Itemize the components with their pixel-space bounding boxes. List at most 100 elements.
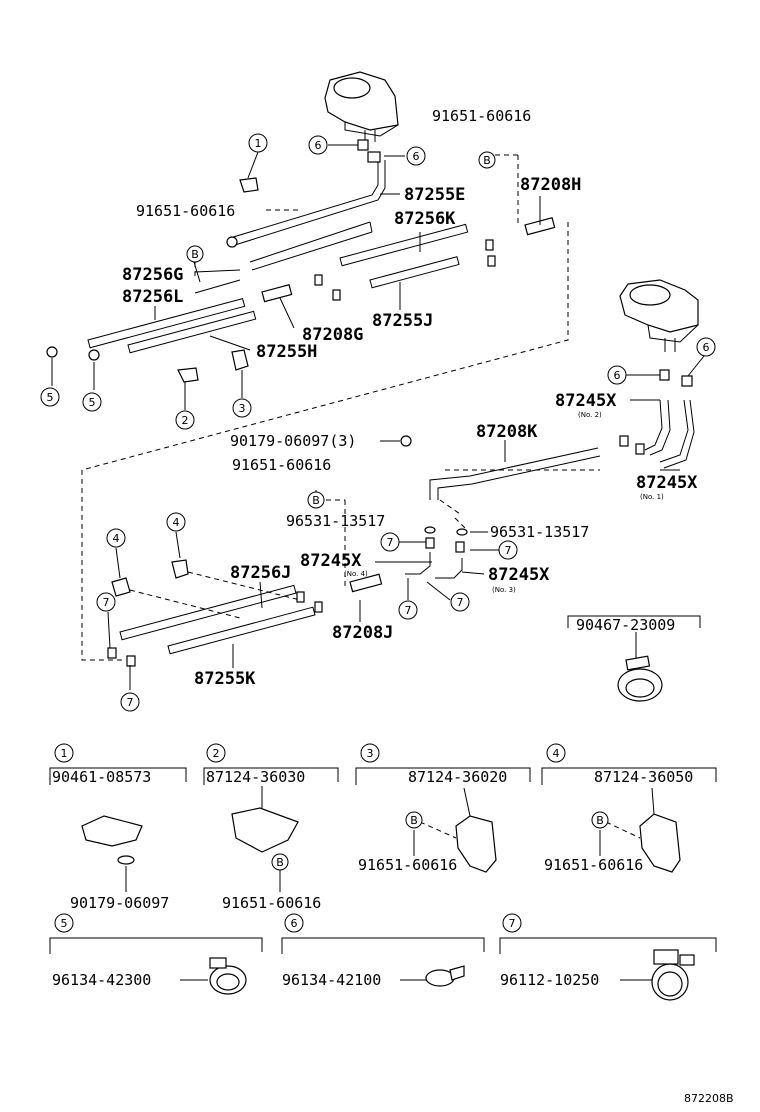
- callout-7-f: 7: [120, 692, 140, 712]
- callout-7-e: 7: [96, 592, 116, 612]
- callout-1-a: 1: [248, 133, 268, 153]
- svg-text:3: 3: [239, 402, 246, 415]
- label-87208K: 87208K: [476, 422, 538, 442]
- label-87208G: 87208G: [302, 325, 363, 345]
- svg-text:2: 2: [213, 747, 220, 760]
- callout-5-a: 5: [40, 387, 60, 407]
- svg-text:B: B: [276, 856, 284, 869]
- svg-text:5: 5: [89, 396, 96, 409]
- svg-text:7: 7: [457, 596, 464, 609]
- label-detail4-sub: 91651-60616: [544, 856, 643, 874]
- label-96531-right: 96531-13517: [490, 523, 589, 541]
- label-87255K: 87255K: [194, 669, 256, 689]
- label-87208H: 87208H: [520, 175, 581, 195]
- label-96531-left: 96531-13517: [286, 512, 385, 530]
- label-87256L: 87256L: [122, 287, 183, 307]
- svg-text:7: 7: [127, 696, 134, 709]
- callout-5-b: 5: [82, 392, 102, 412]
- label-detail4-title: 87124-36050: [594, 768, 693, 786]
- svg-text:6: 6: [413, 150, 420, 163]
- callout-B-b: B: [186, 245, 204, 263]
- callout-7-box: 7: [502, 913, 522, 933]
- detail-box-5: [49, 937, 263, 995]
- detail-box-7: [499, 937, 717, 1001]
- label-no4: (No. 4): [344, 570, 368, 578]
- detail-box-2: [203, 767, 339, 892]
- svg-text:7: 7: [387, 536, 394, 549]
- svg-text:4: 4: [553, 747, 560, 760]
- callout-2-box: 2: [206, 743, 226, 763]
- label-91651-left: 91651-60616: [136, 202, 235, 220]
- callout-7-c: 7: [398, 600, 418, 620]
- label-detail5: 96134-42300: [52, 971, 151, 989]
- clamp-90467: [567, 615, 701, 702]
- upper-assembly-outline: [81, 222, 569, 661]
- svg-text:1: 1: [255, 137, 262, 150]
- label-87245X-no2: 87245X: [555, 391, 617, 411]
- label-91651-mid: 91651-60616: [232, 456, 331, 474]
- label-detail7: 96112-10250: [500, 971, 599, 989]
- callout-7-a: 7: [380, 532, 400, 552]
- svg-text:B: B: [483, 154, 491, 167]
- callout-B-a: B: [478, 151, 496, 169]
- label-detail2-sub: 91651-60616: [222, 894, 321, 912]
- callout-7-d: 7: [450, 592, 470, 612]
- detail-box-4: [541, 767, 717, 873]
- label-detail1-sub: 90179-06097: [70, 894, 169, 912]
- label-90179-3: 90179-06097(3): [230, 432, 356, 450]
- label-detail2-title: 87124-36030: [206, 768, 305, 786]
- detail-box-3: [355, 767, 531, 873]
- label-detail1-title: 90461-08573: [52, 768, 151, 786]
- svg-text:4: 4: [113, 532, 120, 545]
- label-87245X-no4: 87245X: [300, 551, 362, 571]
- label-detail3-sub: 91651-60616: [358, 856, 457, 874]
- label-detail6: 96134-42100: [282, 971, 381, 989]
- callout-6-a: 6: [308, 135, 328, 155]
- upper-hoses: [46, 139, 556, 383]
- label-87255E: 87255E: [404, 185, 465, 205]
- svg-text:4: 4: [173, 516, 180, 529]
- label-90467: 90467-23009: [576, 616, 675, 634]
- heater-unit-upper: [324, 71, 399, 142]
- callout-6-b: 6: [406, 146, 426, 166]
- callout-2: 2: [175, 410, 195, 430]
- label-87208J: 87208J: [332, 623, 393, 643]
- callout-B-f: B: [591, 811, 609, 829]
- svg-text:2: 2: [182, 414, 189, 427]
- svg-text:B: B: [596, 814, 604, 827]
- callouts: 1 6 6 B B 5 5 2 3 6 6 B 7 7 7 7 4 4 7 7 …: [40, 133, 716, 933]
- svg-text:6: 6: [703, 341, 710, 354]
- label-detail3-title: 87124-36020: [408, 768, 507, 786]
- label-87256K: 87256K: [394, 209, 456, 229]
- callout-6-box: 6: [284, 913, 304, 933]
- callout-5-box: 5: [54, 913, 74, 933]
- callout-4-a: 4: [106, 528, 126, 548]
- svg-text:3: 3: [367, 747, 374, 760]
- svg-text:7: 7: [505, 544, 512, 557]
- label-87256G: 87256G: [122, 265, 183, 285]
- lower-hoses: [107, 559, 323, 667]
- detail-box-1: [49, 767, 187, 892]
- label-no3: (No. 3): [492, 586, 516, 594]
- callout-1-box: 1: [54, 743, 74, 763]
- label-87255H: 87255H: [256, 342, 317, 362]
- svg-text:B: B: [410, 814, 418, 827]
- svg-text:6: 6: [614, 369, 621, 382]
- diagram-reference: 872208B: [684, 1092, 734, 1105]
- callout-B-d: B: [271, 853, 289, 871]
- callout-3-box: 3: [360, 743, 380, 763]
- svg-text:5: 5: [47, 391, 54, 404]
- svg-text:6: 6: [315, 139, 322, 152]
- callout-6-c: 6: [607, 365, 627, 385]
- callout-4-b: 4: [166, 512, 186, 532]
- svg-text:7: 7: [405, 604, 412, 617]
- label-91651-top: 91651-60616: [432, 107, 531, 125]
- label-87245X-no1: 87245X: [636, 473, 698, 493]
- label-87255J: 87255J: [372, 311, 433, 331]
- label-no1: (No. 1): [640, 493, 664, 501]
- label-87256J: 87256J: [230, 563, 291, 583]
- svg-text:1: 1: [61, 747, 68, 760]
- svg-text:B: B: [312, 494, 320, 507]
- callout-B-e: B: [405, 811, 423, 829]
